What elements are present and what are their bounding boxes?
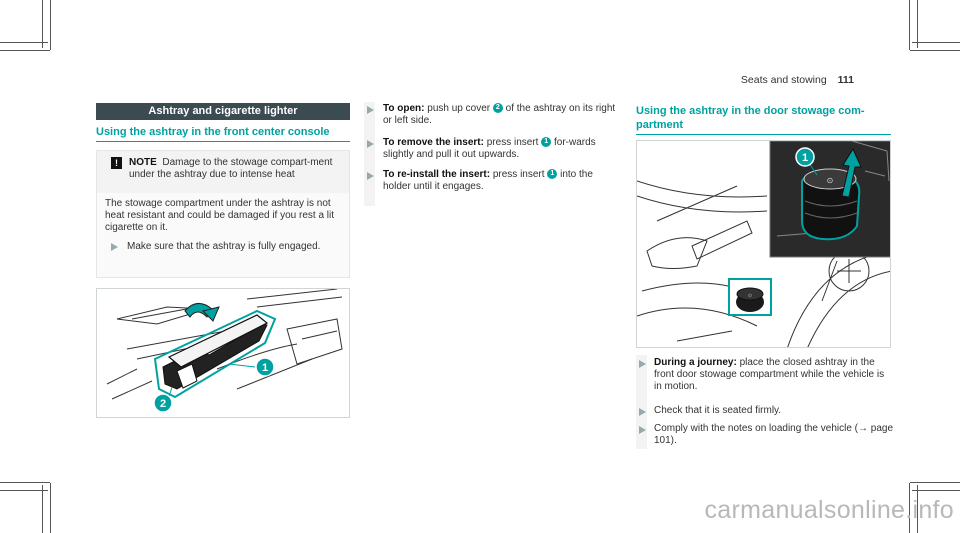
crop-mark: [42, 0, 43, 48]
crop-mark: [912, 490, 960, 491]
note-label: NOTE: [129, 157, 157, 168]
crop-mark: [0, 42, 48, 43]
callout-2: 2: [160, 398, 166, 410]
note-step: Make sure that the ashtray is fully enga…: [127, 241, 321, 252]
warning-icon: !: [111, 157, 122, 169]
svg-text:⊙: ⊙: [827, 176, 834, 185]
bullet-arrow-icon: [111, 243, 118, 251]
step-label: To re-install the insert:: [383, 169, 491, 180]
step-label: To remove the insert:: [383, 137, 484, 148]
step-bar: [636, 355, 647, 449]
note-box: ! NOTE Damage to the stowage compart-men…: [96, 150, 350, 278]
page-header: Seats and stowing 111: [741, 74, 854, 86]
watermark: carmanualsonline.info: [704, 496, 954, 524]
note-body: The stowage compartment under the ashtra…: [105, 198, 335, 233]
step-check: Check that it is seated firmly.: [654, 405, 782, 416]
page-number: 111: [837, 74, 854, 86]
crop-mark: [917, 0, 918, 48]
subheading-rule: [636, 134, 891, 135]
crop-mark: [912, 42, 960, 43]
bullet-arrow-icon: [639, 360, 646, 368]
note-header: ! NOTE Damage to the stowage compart-men…: [97, 151, 349, 193]
step-comply: Comply with the notes on loading the veh…: [654, 423, 894, 446]
callout-1: 1: [262, 362, 268, 374]
crop-mark: [910, 482, 960, 483]
crop-mark: [917, 485, 918, 533]
callout-badge: 2: [492, 103, 503, 114]
callout-badge: 1: [541, 137, 552, 148]
door-illustration: ⊙ ⊙ 1: [637, 141, 890, 347]
door-ashtray-figure: ⊙ ⊙ 1: [636, 140, 891, 348]
door-callout-1: 1: [802, 152, 808, 164]
step-journey: During a journey: place the closed ashtr…: [654, 357, 885, 392]
crop-mark: [0, 50, 50, 51]
bullet-arrow-icon: [367, 172, 374, 180]
step-open: To open: push up cover 2 of the ashtray …: [383, 103, 616, 126]
step-bar: [364, 102, 375, 206]
step-label: During a journey:: [654, 357, 737, 368]
crop-mark: [0, 482, 50, 483]
right-subheading: Using the ashtray in the door stowage co…: [636, 105, 865, 131]
note-message: Damage to the stowage compart-ment under…: [129, 157, 333, 180]
bullet-arrow-icon: [367, 106, 374, 114]
step-label: To open:: [383, 103, 425, 114]
left-subheading: Using the ashtray in the front center co…: [96, 126, 330, 138]
note-text: NOTE Damage to the stowage compart-ment …: [129, 157, 339, 181]
svg-text:⊙: ⊙: [748, 293, 752, 299]
crop-mark: [50, 0, 51, 50]
crop-mark: [42, 485, 43, 533]
crop-mark: [909, 483, 910, 533]
crop-mark: [50, 483, 51, 533]
crop-mark: [910, 50, 960, 51]
bullet-arrow-icon: [639, 408, 646, 416]
step-reinstall: To re-install the insert: press insert 1…: [383, 169, 593, 192]
console-ashtray-figure: 1 2: [96, 288, 350, 418]
bullet-arrow-icon: [367, 140, 374, 148]
crop-mark: [909, 0, 910, 50]
header-section: Seats and stowing: [740, 74, 827, 86]
subheading-rule: [96, 141, 350, 142]
bullet-arrow-icon: [639, 426, 646, 434]
callout-badge: 1: [547, 169, 558, 180]
step-remove: To remove the insert: press insert 1 for…: [383, 137, 596, 160]
section-title: Ashtray and cigarette lighter: [96, 103, 350, 120]
crop-mark: [0, 490, 48, 491]
console-illustration: 1 2: [106, 289, 343, 413]
